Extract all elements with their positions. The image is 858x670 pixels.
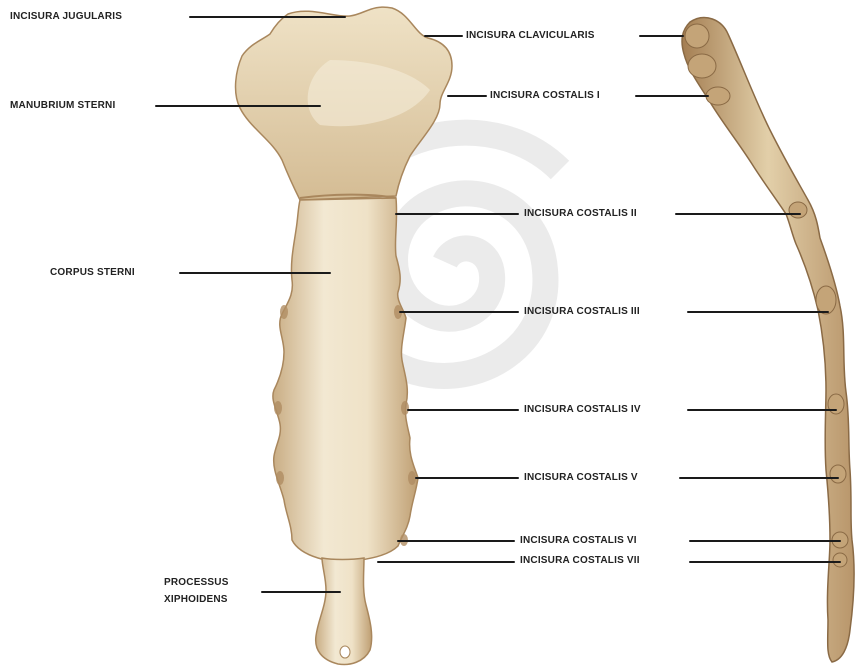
label-costalis-3: INCISURA COSTALIS III (524, 306, 640, 318)
label-costalis-5: INCISURA COSTALIS V (524, 472, 638, 484)
label-costalis-6: INCISURA COSTALIS VI (520, 535, 637, 547)
label-costalis-1: INCISURA COSTALIS I (490, 90, 600, 102)
label-costalis-4: INCISURA COSTALIS IV (524, 404, 641, 416)
label-processus-line2: XIPHOIDENS (164, 594, 228, 606)
label-processus-line1: PROCESSUS (164, 577, 229, 589)
sternum-lateral-view (682, 18, 854, 662)
label-incisura-clavicularis: INCISURA CLAVICULARIS (466, 30, 595, 42)
label-manubrium-sterni: MANUBRIUM STERNI (10, 100, 115, 112)
corpus-sterni (273, 198, 418, 561)
label-costalis-7: INCISURA COSTALIS VII (520, 555, 640, 567)
lateral-facets (685, 24, 848, 567)
label-incisura-jugularis: INCISURA JUGULARIS (10, 11, 122, 23)
label-costalis-2: INCISURA COSTALIS II (524, 208, 637, 220)
xiphoid-foramen (340, 646, 350, 658)
label-corpus-sterni: CORPUS STERNI (50, 267, 135, 279)
